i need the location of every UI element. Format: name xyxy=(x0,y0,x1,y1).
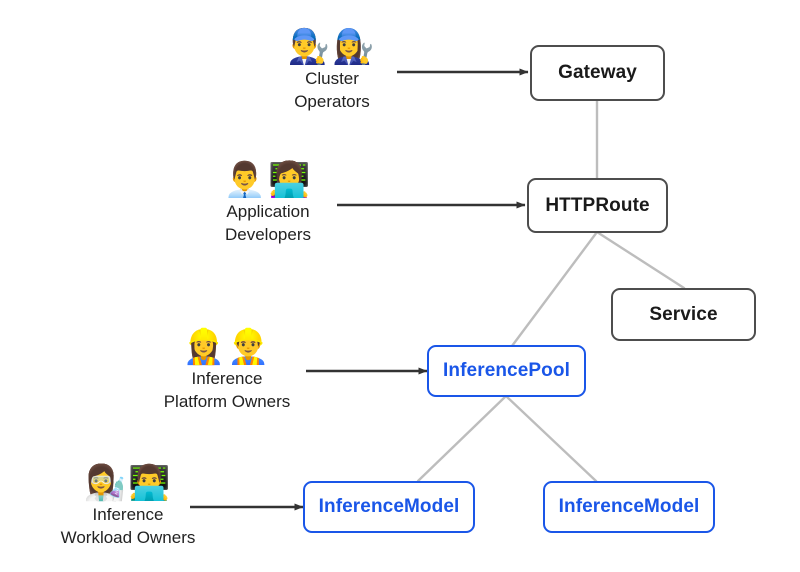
node-inferencemodel-1[interactable]: InferenceModel xyxy=(303,481,475,533)
actor-application-developers: 👨‍💼👩‍💻 Application Developers xyxy=(173,161,363,245)
application-developers-label-line2: Developers xyxy=(225,225,311,244)
cluster-operators-label-line2: Operators xyxy=(294,92,370,111)
application-developers-label-line1: Application xyxy=(226,202,310,221)
node-service[interactable]: Service xyxy=(611,288,756,341)
inference-platform-owners-label-line1: Inference xyxy=(191,369,263,388)
link-inferencepool-inferencemodel2 xyxy=(504,394,598,483)
node-httproute-label: HTTPRoute xyxy=(545,194,650,216)
inference-workload-owners-label-line2: Workload Owners xyxy=(60,528,196,547)
link-inferencepool-inferencemodel1 xyxy=(416,394,508,483)
inference-platform-owners-label-line2: Platform Owners xyxy=(163,392,291,411)
actor-cluster-operators: 👨‍🔧👩‍🔧 Cluster Operators xyxy=(237,28,427,112)
inference-workload-owners-label-line1: Inference xyxy=(92,505,164,524)
node-inferencemodel-2[interactable]: InferenceModel xyxy=(543,481,715,533)
cluster-operators-emoji-pair: 👨‍🔧👩‍🔧 xyxy=(287,27,377,67)
inference-workload-owners-emoji-pair: 👩‍🔬👨‍💻 xyxy=(83,463,173,503)
actor-inference-platform-owners: 👷‍♀️👷‍♂️ Inference Platform Owners xyxy=(132,328,322,412)
node-inferencepool[interactable]: InferencePool xyxy=(427,345,586,397)
node-gateway-label: Gateway xyxy=(558,62,637,83)
node-service-label: Service xyxy=(649,303,718,325)
node-inferencemodel-1-label: InferenceModel xyxy=(318,496,460,517)
link-httproute-service xyxy=(595,230,686,290)
node-inferencepool-label: InferencePool xyxy=(443,360,570,381)
actor-inference-workload-owners: 👩‍🔬👨‍💻 Inference Workload Owners xyxy=(33,464,223,548)
cluster-operators-label-line1: Cluster xyxy=(305,69,359,88)
inference-platform-owners-emoji-pair: 👷‍♀️👷‍♂️ xyxy=(182,327,272,367)
node-httproute[interactable]: HTTPRoute xyxy=(527,178,668,233)
application-developers-emoji-pair: 👨‍💼👩‍💻 xyxy=(223,160,313,200)
link-httproute-inferencepool xyxy=(507,230,599,352)
node-inferencemodel-2-label: InferenceModel xyxy=(558,496,700,517)
node-gateway[interactable]: Gateway xyxy=(530,45,665,101)
